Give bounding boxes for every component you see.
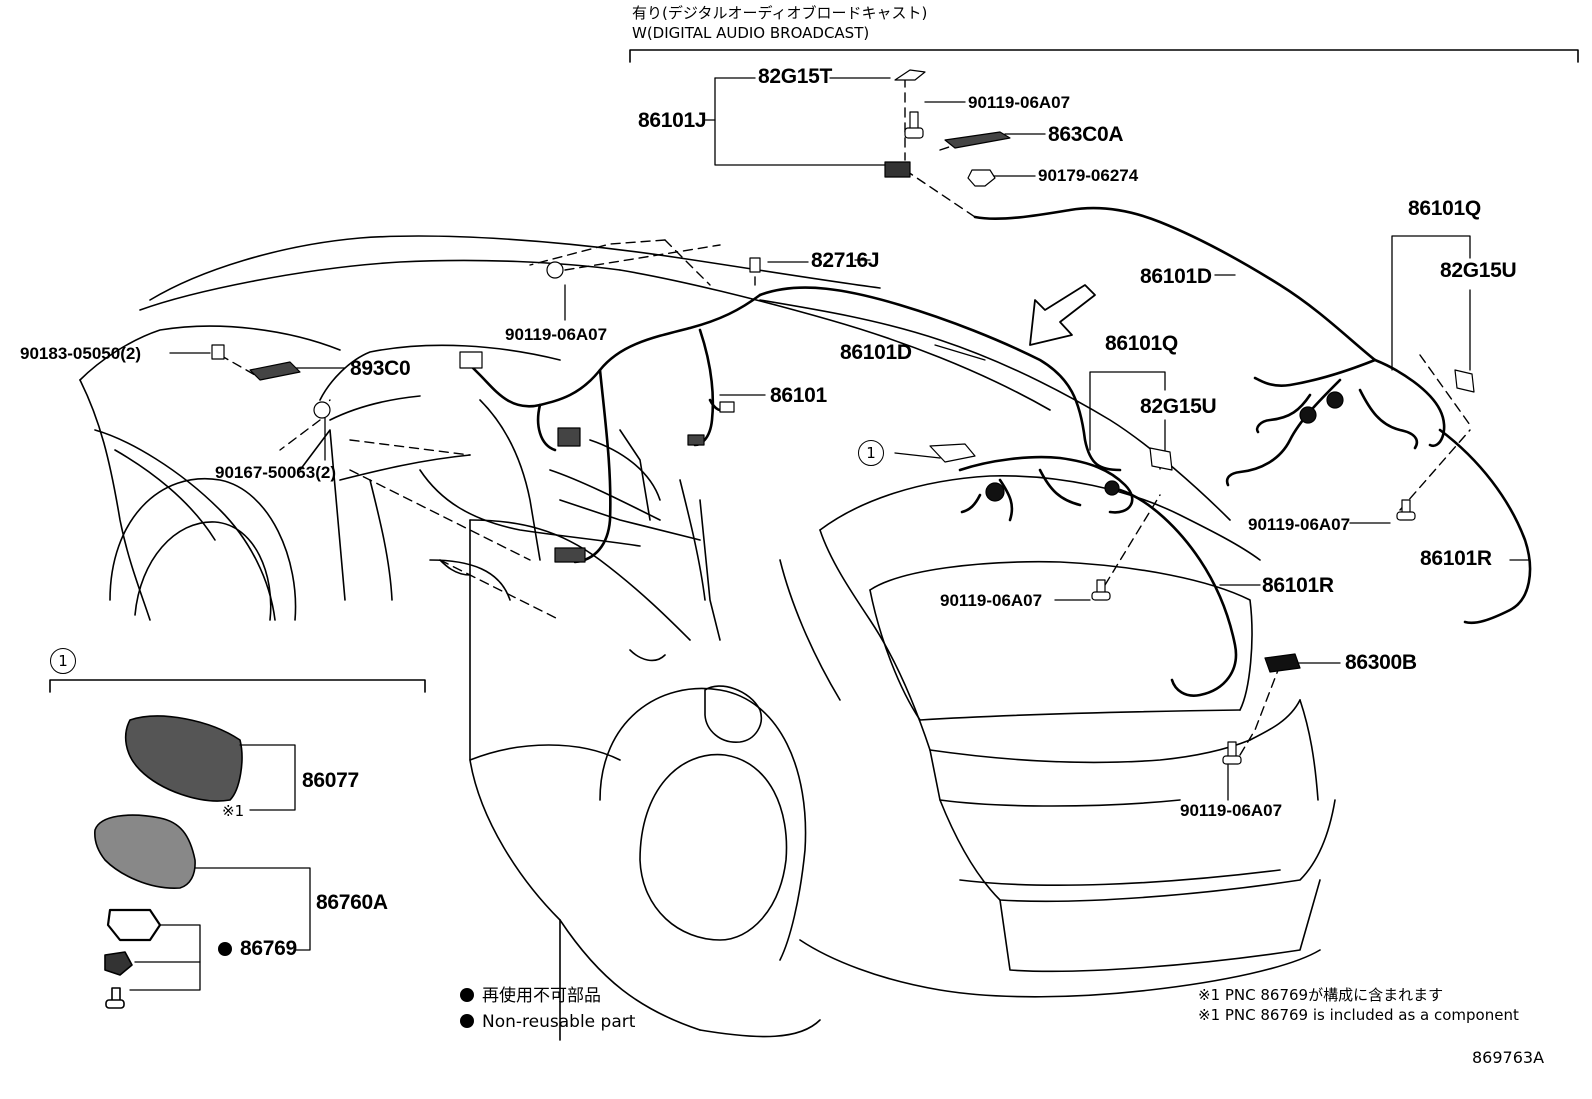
part-90119-06A07-bottom[interactable]: 90119-06A07 — [1180, 801, 1283, 820]
legend-en: Non-reusable part — [460, 1014, 635, 1031]
part-90179-06274[interactable]: 90179-06274 — [1038, 166, 1139, 185]
part-90119-06A07-hatch[interactable]: 90119-06A07 — [940, 591, 1043, 610]
callout-circle-1-inset: 1 — [50, 648, 76, 674]
part-90119-06A07-mid[interactable]: 90119-06A07 — [505, 325, 608, 344]
part-86077[interactable]: 86077 — [302, 769, 359, 792]
component-note-jp: ※1 PNC 86769が構成に含まれます — [1198, 986, 1444, 1004]
inset-bracket — [49, 679, 426, 693]
dab-header-jp: 有り(デジタルオーディオブロードキャスト) — [632, 4, 928, 22]
note-mark-1: ※1 — [222, 802, 245, 820]
solid-leaders — [169, 77, 1531, 801]
antenna-base-86760A — [94, 814, 311, 951]
part-86760A[interactable]: 86760A — [316, 891, 388, 914]
legend-dot-icon — [460, 1014, 474, 1028]
component-note-en: ※1 PNC 86769 is included as a component — [1198, 1006, 1519, 1024]
part-icons — [211, 69, 1475, 765]
wire-harness — [468, 206, 1532, 697]
antenna-parts-86769 — [104, 908, 201, 1009]
part-90119-06A07-top[interactable]: 90119-06A07 — [968, 93, 1071, 112]
part-86769[interactable]: 86769 — [218, 938, 297, 959]
part-82G15T[interactable]: 82G15T — [758, 65, 833, 88]
part-863C0A[interactable]: 863C0A — [1048, 123, 1124, 146]
direction-arrow — [1029, 284, 1096, 346]
part-82716J[interactable]: 82716J — [811, 249, 880, 272]
part-86101[interactable]: 86101 — [770, 384, 827, 407]
dab-header-en: W(DIGITAL AUDIO BROADCAST) — [632, 24, 870, 42]
part-82G15U-right[interactable]: 82G15U — [1440, 259, 1517, 282]
part-86101D-mid[interactable]: 86101D — [840, 341, 912, 364]
dab-bracket — [629, 49, 1579, 63]
part-86101J[interactable]: 86101J — [638, 109, 707, 132]
legend-dot-icon — [460, 988, 474, 1002]
part-86769-label: 86769 — [240, 937, 297, 960]
part-893C0[interactable]: 893C0 — [350, 357, 411, 380]
part-86101R-mid[interactable]: 86101R — [1262, 574, 1334, 597]
non-reusable-dot-icon — [218, 942, 232, 956]
antenna-cover-86077 — [124, 715, 296, 811]
part-90167-50063[interactable]: 90167-50063(2) — [215, 463, 336, 482]
callout-circle-1[interactable]: 1 — [858, 440, 884, 466]
legend-jp-text: 再使用不可部品 — [482, 986, 601, 1006]
part-86101D-top[interactable]: 86101D — [1140, 265, 1212, 288]
part-86101R-right[interactable]: 86101R — [1420, 547, 1492, 570]
part-86101Q-mid[interactable]: 86101Q — [1105, 332, 1178, 355]
part-86300B[interactable]: 86300B — [1345, 651, 1417, 674]
part-86101Q-right[interactable]: 86101Q — [1408, 197, 1481, 220]
legend-jp: 再使用不可部品 — [460, 988, 601, 1005]
figure-id: 869763A — [1472, 1048, 1545, 1067]
part-82G15U-mid[interactable]: 82G15U — [1140, 395, 1217, 418]
part-90119-06A07-right[interactable]: 90119-06A07 — [1248, 515, 1351, 534]
part-90183-05050[interactable]: 90183-05050(2) — [20, 344, 141, 363]
legend-en-text: Non-reusable part — [482, 1012, 636, 1032]
